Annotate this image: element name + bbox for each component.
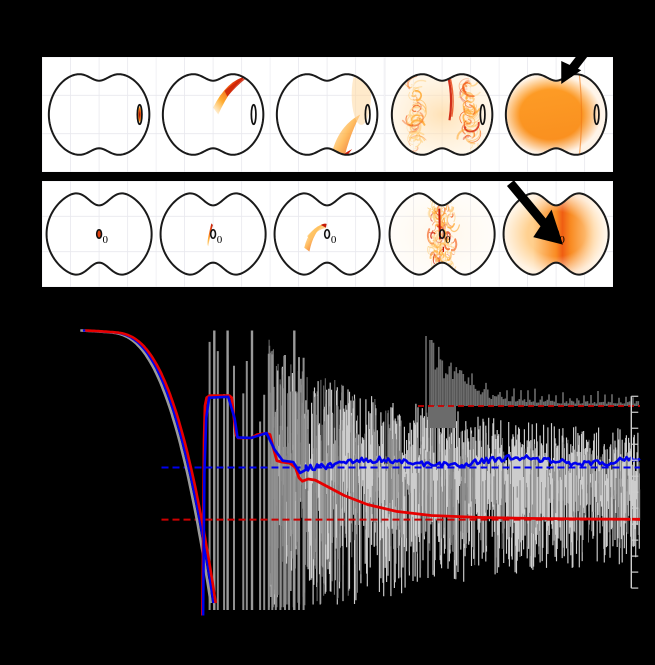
panel-center-marker-label: 0 [102, 234, 109, 246]
image-panel-row-top-1 [156, 57, 271, 172]
image-panel-row-bottom-3: 0 [384, 181, 499, 287]
image-panel-row-bottom-4: 0 [498, 181, 614, 287]
image-panel-row-bottom: 0 0 0 0 [42, 181, 614, 287]
image-panel-row-top-3 [384, 57, 499, 172]
image-panel-row-bottom-2: 0 [270, 181, 385, 287]
panel-center-marker-label: 0 [330, 234, 337, 246]
image-panel-row-top-4 [498, 57, 614, 172]
panel-center-marker-label: 0 [559, 234, 565, 246]
image-panel-row-bottom-0: 0 [42, 181, 157, 287]
image-panel-row-top-0 [42, 57, 157, 172]
panel-center-marker-label: 0 [445, 234, 451, 246]
bottom-plot [0, 318, 655, 665]
image-panel-row-bottom-1: 0 [156, 181, 271, 287]
image-panel-row-top [42, 57, 614, 172]
image-panel-row-top-2 [270, 57, 385, 172]
panel-center-marker-label: 0 [216, 234, 223, 246]
